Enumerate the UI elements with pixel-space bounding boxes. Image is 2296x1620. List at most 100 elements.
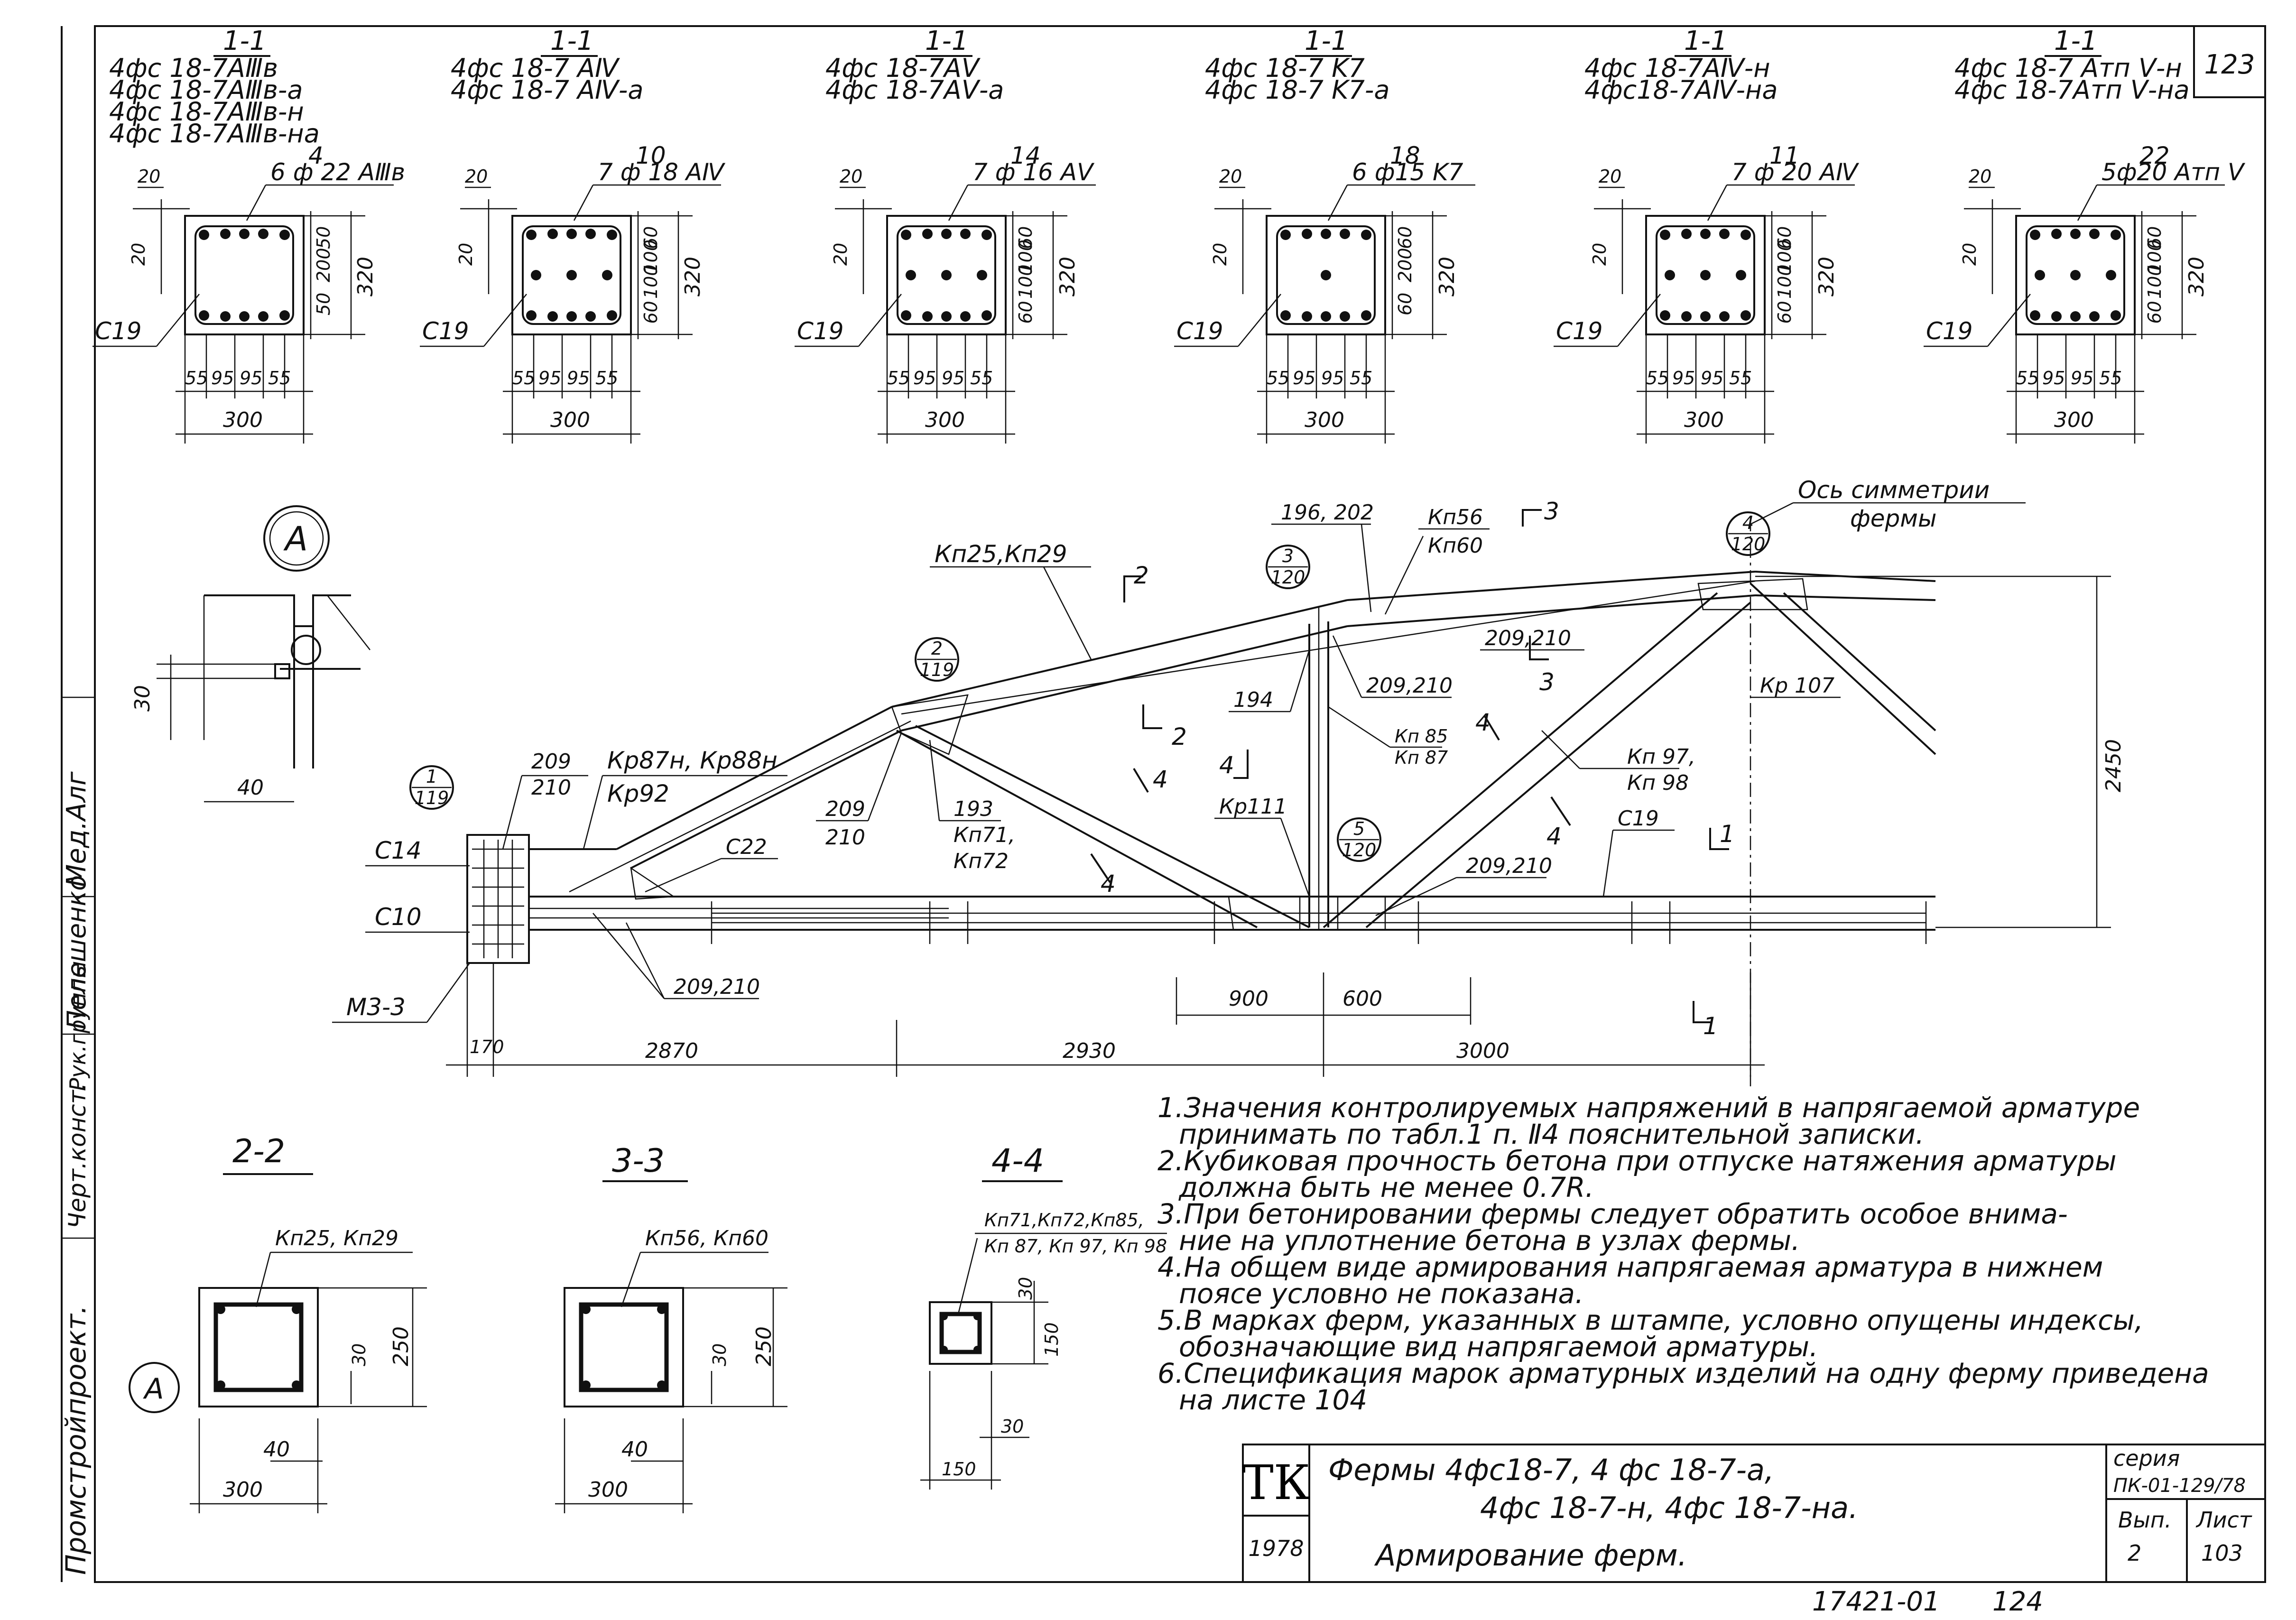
left-dim-vertical: 20 <box>1210 243 1231 266</box>
section-2-2-dim-30: 30 <box>349 1343 370 1366</box>
section-3-3-label: Кп56, Кп60 <box>645 1226 768 1250</box>
note-line: 3.При бетонировании фермы следует обрати… <box>1157 1198 2068 1230</box>
rebar-spec: 6 ф 22 AⅢв <box>270 158 405 186</box>
rebar-dot <box>1681 311 1692 322</box>
right-dim: 200 <box>313 248 334 282</box>
bottom-dim: 95 <box>240 368 262 389</box>
rebar-dot <box>941 270 952 280</box>
note-line: должна быть не менее 0.7R. <box>1178 1171 1594 1203</box>
top-section-mark: 4фс 18-7 Атп Ⅴ-н <box>1954 53 2182 83</box>
rebar-dot <box>1741 310 1751 321</box>
section-4-4-height: 150 <box>1041 1322 1062 1357</box>
node-ref-2: 2 119 <box>915 637 959 682</box>
rebar-dot <box>220 311 231 322</box>
section-3-3-dim-30: 30 <box>709 1343 730 1366</box>
section-4-4-dim-30a: 30 <box>1015 1277 1036 1300</box>
rebar-dot <box>1302 311 1312 322</box>
right-dim: 50 <box>313 226 334 249</box>
rebar-dot <box>220 229 231 239</box>
left-dim: 20 <box>840 166 862 187</box>
cut-mark-4-d: 4 <box>1546 823 1562 850</box>
top-section-mark: 4фс 18-7AⅢв-а <box>109 75 303 105</box>
rebar-dot <box>547 311 558 322</box>
rebar-dot <box>199 230 209 240</box>
right-dim: 60 <box>640 301 661 324</box>
section-height: 320 <box>2185 257 2209 296</box>
cut-mark-4-e: 4 <box>1475 709 1491 736</box>
rebar-spec: 7 ф 18 AⅣ <box>598 158 726 186</box>
rebar-spec: 6 ф15 K7 <box>1352 158 1463 186</box>
rebar-dot <box>2035 270 2045 280</box>
cut-mark-3-bottom: 3 <box>1539 668 1555 696</box>
side-stamp: Промстройпроект. Черт.конст. Рук.группы … <box>60 771 92 1575</box>
rebar-callout-number: 18 <box>1390 142 1420 169</box>
section-2-2-dim-40: 40 <box>263 1437 290 1462</box>
cut-mark-2-top: 2 <box>1134 562 1149 589</box>
rebar-spec: 7 ф 20 AⅣ <box>1731 158 1860 186</box>
rebar-dot <box>1681 229 1692 239</box>
rebar-dot <box>258 229 268 239</box>
rebar-dot <box>1736 270 1746 280</box>
rebar-dot <box>1719 229 1730 239</box>
top-section-cut: 1-1 <box>2054 26 2097 56</box>
rebar-dot <box>607 310 617 321</box>
section-height: 320 <box>681 257 705 296</box>
bottom-dim: 55 <box>887 368 910 389</box>
label-kn72: Кп72 <box>954 849 1009 873</box>
note-line: 1.Значения контролируемых напряжений в н… <box>1157 1092 2140 1124</box>
title-logo: ТК <box>1242 1455 1310 1510</box>
left-dim: 20 <box>138 166 160 187</box>
right-dim: 100 <box>1015 264 1036 299</box>
rebar-dot <box>981 310 992 321</box>
rebar-dot <box>1321 311 1331 322</box>
note-line: на листе 104 <box>1179 1384 1367 1416</box>
rebar-dot <box>1700 229 1711 239</box>
rebar-dot <box>922 311 933 322</box>
bottom-dim: 95 <box>1701 368 1723 389</box>
rebar-dot <box>960 229 971 239</box>
detail-a-dim-30: 30 <box>130 685 155 712</box>
rebar-dot <box>2111 310 2121 321</box>
side-name-1: Пелешенко <box>62 875 92 1029</box>
rebar-dot <box>2111 230 2121 240</box>
bottom-dim: 55 <box>2099 368 2122 389</box>
label-210-b: 210 <box>825 825 865 850</box>
bottom-dim: 55 <box>970 368 993 389</box>
note-line: 5.В марках ферм, указанных в штампе, усл… <box>1157 1304 2143 1336</box>
rebar-dot <box>547 229 558 239</box>
section-width: 300 <box>1684 408 1724 432</box>
bottom-dim: 55 <box>1729 368 1752 389</box>
right-dim: 50 <box>313 293 334 315</box>
top-section-mark: 4фс18-7AⅣ-на <box>1584 75 1778 105</box>
stirrup-label: C19 <box>95 317 142 345</box>
top-section-cut: 1-1 <box>550 26 593 56</box>
section-3-3-title: 3-3 <box>612 1142 665 1180</box>
node-ref-3: 3 120 <box>1266 545 1310 589</box>
top-section-mark: 4фс 18-7AⅤ <box>825 53 981 83</box>
rebar-dot <box>585 229 596 239</box>
rebar-callout-number: 4 <box>308 142 324 169</box>
node-ref-1: 1 119 <box>409 765 454 810</box>
rebar-dot <box>981 230 992 240</box>
section-2-2-label: Кп25, Кп29 <box>275 1226 398 1250</box>
label-196-202: 196, 202 <box>1281 500 1374 525</box>
top-section-cut: 1-1 <box>1684 26 1727 56</box>
section-2-2-bubble: A <box>142 1372 164 1406</box>
rebar-dot <box>239 229 250 239</box>
section-width: 300 <box>925 408 965 432</box>
bottom-dim: 55 <box>1350 368 1372 389</box>
right-dim: 60 <box>1395 226 1416 249</box>
right-dim: 100 <box>2144 240 2165 274</box>
detail-a-dim-40: 40 <box>237 776 264 800</box>
cut-mark-2-bottom: 2 <box>1172 723 1187 750</box>
bottom-dim: 55 <box>595 368 618 389</box>
rebar-dot <box>1340 229 1350 239</box>
rebar-callout-number: 22 <box>2139 142 2170 169</box>
rebar-dot <box>2070 229 2081 239</box>
bottom-dim: 95 <box>942 368 964 389</box>
node-ref-1-sheet: 119 <box>415 787 449 808</box>
label-209-210-b: 209,210 <box>1366 674 1453 698</box>
left-dim: 20 <box>1219 166 1242 187</box>
bottom-dim: 95 <box>2071 368 2093 389</box>
